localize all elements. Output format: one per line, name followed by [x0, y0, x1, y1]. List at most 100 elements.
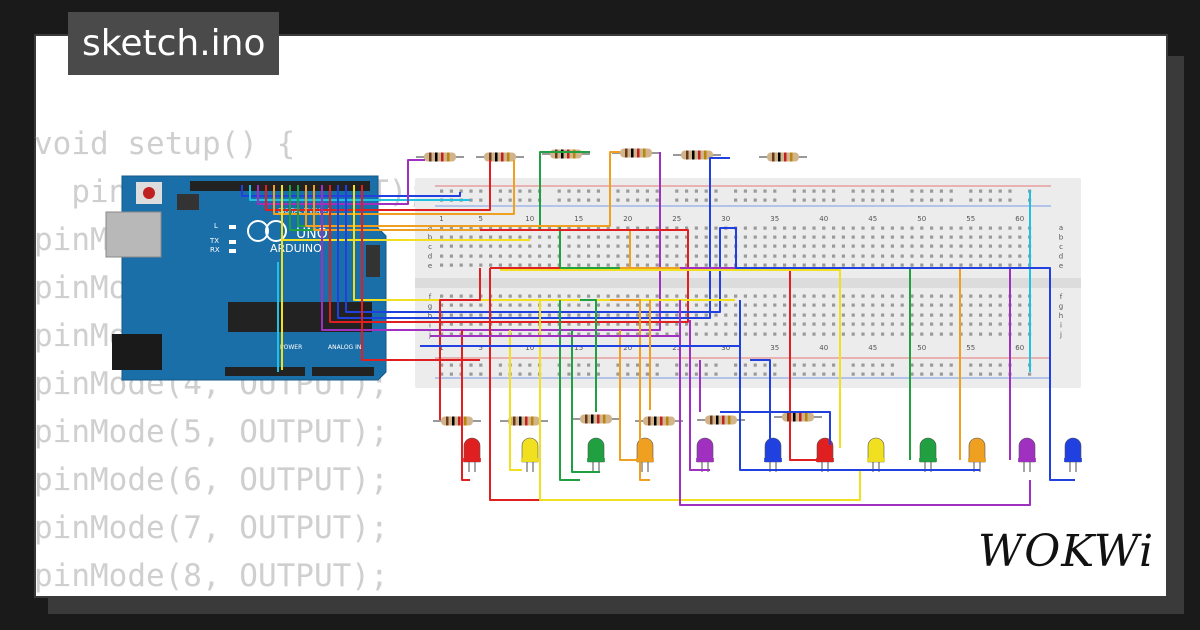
breadboard-hole [694, 303, 698, 307]
breadboard-hole [890, 235, 894, 239]
breadboard-hole [802, 332, 806, 336]
breadboard-hole [734, 372, 738, 376]
breadboard-hole [587, 263, 591, 267]
breadboard-hole [1008, 235, 1012, 239]
breadboard-hole [763, 198, 767, 202]
row-letter: f [429, 293, 432, 301]
resistor-band [435, 152, 438, 162]
breadboard-hole [547, 294, 551, 298]
breadboard-hole [489, 263, 493, 267]
breadboard-hole [616, 244, 620, 248]
breadboard-hole [812, 294, 816, 298]
breadboard-hole [998, 189, 1002, 193]
breadboard-hole [528, 372, 532, 376]
breadboard-hole [538, 235, 542, 239]
breadboard-hole [861, 198, 865, 202]
wokwi-logo[interactable]: WOKWi [978, 526, 1155, 577]
breadboard-hole [802, 235, 806, 239]
column-number: 45 [868, 344, 877, 352]
wire [241, 185, 461, 197]
breadboard-hole [792, 198, 796, 202]
breadboard-hole [783, 294, 787, 298]
breadboard-hole [802, 263, 806, 267]
breadboard-hole [655, 189, 659, 193]
breadboard-hole [851, 263, 855, 267]
breadboard-hole [469, 198, 473, 202]
breadboard-hole [518, 263, 522, 267]
breadboard-hole [988, 254, 992, 258]
breadboard-hole [851, 294, 855, 298]
breadboard-hole [675, 235, 679, 239]
breadboard-hole [949, 235, 953, 239]
breadboard-hole [871, 235, 875, 239]
breadboard-hole [449, 294, 453, 298]
breadboard-hole [636, 198, 640, 202]
breadboard-hole [440, 294, 444, 298]
breadboard-hole [626, 244, 630, 248]
resistor-band [716, 415, 719, 425]
breadboard-hole [910, 303, 914, 307]
breadboard-hole [743, 303, 747, 307]
breadboard-hole [479, 226, 483, 230]
row-letter: h [428, 312, 432, 320]
breadboard-hole [939, 363, 943, 367]
led-rim [521, 458, 539, 462]
breadboard-hole [851, 254, 855, 258]
breadboard-hole [518, 235, 522, 239]
breadboard-hole [792, 263, 796, 267]
breadboard-hole [841, 226, 845, 230]
breadboard-hole [479, 254, 483, 258]
breadboard-hole [861, 294, 865, 298]
column-number: 60 [1015, 344, 1024, 352]
power-header [225, 367, 305, 376]
breadboard-hole [440, 363, 444, 367]
row-letter: d [428, 253, 432, 261]
breadboard-hole [881, 332, 885, 336]
breadboard-hole [547, 226, 551, 230]
breadboard-hole [822, 254, 826, 258]
breadboard-hole [714, 363, 718, 367]
resistor-band [698, 150, 701, 160]
breadboard-hole [988, 235, 992, 239]
breadboard-hole [528, 226, 532, 230]
breadboard-hole [606, 235, 610, 239]
resistor-band [778, 152, 781, 162]
sketch-title[interactable]: sketch.ino [68, 12, 280, 75]
column-number: 5 [478, 344, 482, 352]
row-letter: e [1059, 262, 1063, 270]
breadboard-hole [969, 332, 973, 336]
breadboard-hole [518, 294, 522, 298]
breadboard-hole [704, 198, 708, 202]
breadboard-hole [587, 363, 591, 367]
breadboard-hole [939, 303, 943, 307]
breadboard-hole [665, 322, 669, 326]
breadboard-hole [626, 198, 630, 202]
breadboard-hole [596, 313, 600, 317]
breadboard-hole [792, 294, 796, 298]
breadboard-hole [567, 363, 571, 367]
breadboard-hole [704, 263, 708, 267]
breadboard-hole [626, 226, 630, 230]
breadboard-hole [469, 189, 473, 193]
breadboard-hole [753, 303, 757, 307]
breadboard-hole [969, 303, 973, 307]
row-letter: c [428, 243, 432, 251]
breadboard-hole [577, 363, 581, 367]
breadboard-hole [675, 263, 679, 267]
breadboard-hole [979, 372, 983, 376]
breadboard-hole [675, 303, 679, 307]
breadboard-hole [469, 226, 473, 230]
breadboard-hole [930, 372, 934, 376]
breadboard-hole [910, 263, 914, 267]
indicator-led [229, 225, 236, 229]
led-green-icon [919, 437, 937, 463]
breadboard-hole [449, 363, 453, 367]
breadboard-hole [939, 198, 943, 202]
breadboard-hole [998, 235, 1002, 239]
breadboard-hole [851, 363, 855, 367]
breadboard-hole [449, 254, 453, 258]
breadboard-hole [636, 363, 640, 367]
breadboard-hole [567, 235, 571, 239]
resistor-band [787, 412, 790, 422]
